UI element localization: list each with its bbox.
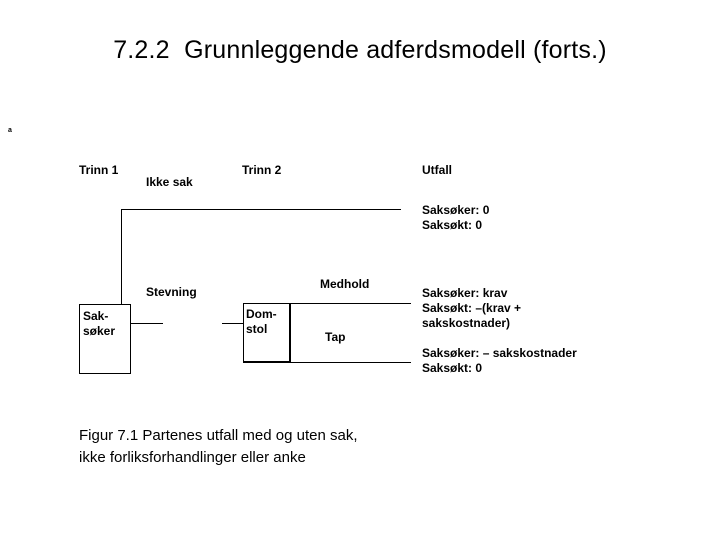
outcome-ikke-sak: Saksøker: 0 Saksøkt: 0 — [422, 203, 490, 232]
connector-branch-tap — [243, 362, 411, 363]
stray-glyph: a — [8, 127, 12, 134]
connector-divider-domstol — [290, 303, 291, 363]
branch-label-medhold: Medhold — [320, 277, 370, 291]
figure-caption: Figur 7.1 Partenes utfall med og uten sa… — [79, 427, 358, 466]
branch-label-tap: Tap — [325, 330, 346, 344]
node-box-domstol-label: Dom- stol — [246, 307, 277, 336]
stage-label-utfall: Utfall — [422, 163, 452, 177]
connector-branch-ikke-sak — [121, 209, 401, 210]
stage-label-trinn1: Trinn 1 — [79, 163, 119, 177]
branch-label-ikke-sak: Ikke sak — [146, 175, 193, 189]
connector-stub-domstol — [222, 323, 244, 324]
branch-label-stevning: Stevning — [146, 285, 197, 299]
outcome-tap: Saksøker: – sakskostnader Saksøkt: 0 — [422, 346, 577, 375]
node-box-saksoker: Sak- søker — [79, 304, 131, 374]
connector-stub-saksoker — [131, 323, 163, 324]
stage-label-trinn2: Trinn 2 — [242, 163, 282, 177]
page-title: 7.2.2 Grunnleggende adferdsmodell (forts… — [113, 36, 607, 64]
outcome-medhold: Saksøker: krav Saksøkt: –(krav + sakskos… — [422, 286, 522, 330]
node-box-domstol: Dom- stol — [243, 303, 290, 362]
connector-branch-medhold — [243, 303, 411, 304]
connector-riser-saksoker — [121, 209, 122, 305]
node-box-saksoker-label: Sak- søker — [83, 309, 116, 338]
